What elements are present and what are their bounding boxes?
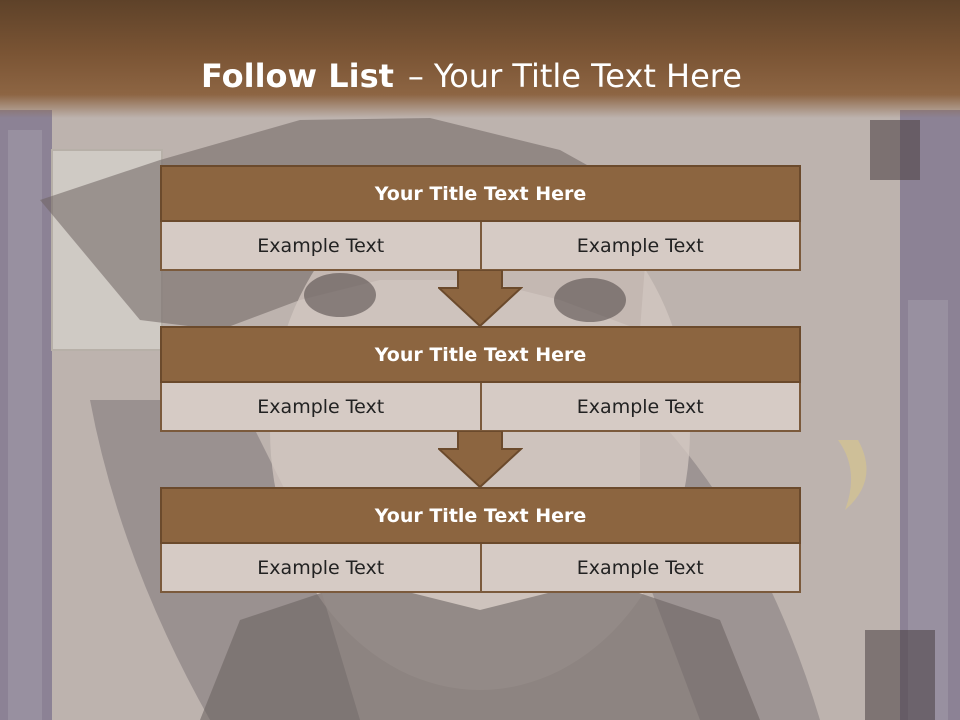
block-cell-left: Example Text bbox=[257, 395, 385, 418]
block-cells: Example Text Example Text bbox=[160, 222, 801, 271]
block-title: Your Title Text Here bbox=[160, 487, 801, 544]
block-cell-left: Example Text bbox=[257, 556, 385, 579]
block-cell-right: Example Text bbox=[479, 383, 800, 430]
title-bar bbox=[0, 0, 960, 118]
slide-title: Follow List–Your Title Text Here bbox=[0, 56, 943, 96]
block-title: Your Title Text Here bbox=[160, 165, 801, 222]
follow-block-1: Your Title Text Here Example Text Exampl… bbox=[160, 165, 801, 271]
follow-block-3: Your Title Text Here Example Text Exampl… bbox=[160, 487, 801, 593]
block-cell-right: Example Text bbox=[479, 544, 800, 591]
slide-title-dash: – bbox=[407, 57, 424, 95]
slide-title-rest: Your Title Text Here bbox=[433, 57, 742, 95]
block-cell-right: Example Text bbox=[479, 222, 800, 269]
block-title: Your Title Text Here bbox=[160, 326, 801, 383]
slide-title-strong: Follow List bbox=[201, 57, 394, 95]
block-cells: Example Text Example Text bbox=[160, 383, 801, 432]
follow-block-2: Your Title Text Here Example Text Exampl… bbox=[160, 326, 801, 432]
block-cell-left: Example Text bbox=[257, 234, 385, 257]
down-arrow-icon bbox=[436, 430, 524, 493]
down-arrow-icon bbox=[436, 269, 524, 332]
block-cells: Example Text Example Text bbox=[160, 544, 801, 593]
